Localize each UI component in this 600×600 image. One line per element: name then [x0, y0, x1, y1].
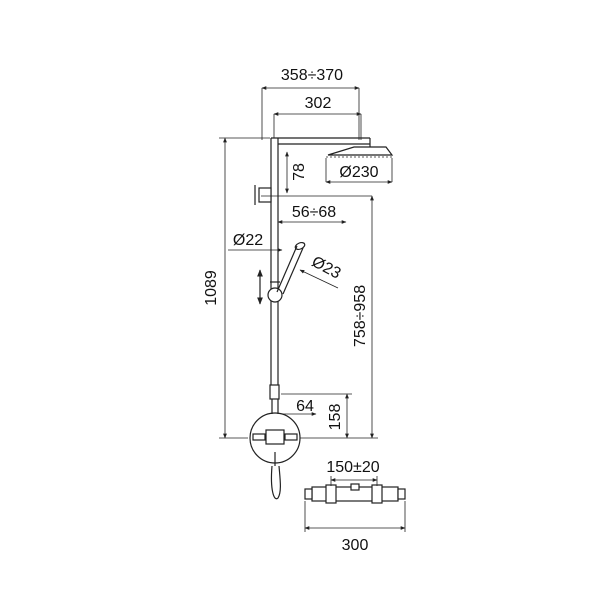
dimension-labels: 358÷370 302 78 Ø230 56÷68 Ø22 Ø23 1089 7…: [203, 67, 380, 554]
shower-head: [327, 146, 394, 156]
mixer-top-view-outlet: [350, 483, 360, 491]
dimension-lines: [219, 86, 406, 532]
label-handset-diameter: Ø23: [309, 253, 344, 282]
handset-body-left: [276, 245, 298, 293]
dim-handset-diameter: [299, 269, 339, 289]
mixer-top-view-inlet-left: [325, 484, 337, 504]
slide-bracket: [267, 287, 283, 303]
label-outlet-height: 158: [327, 404, 344, 431]
mixer-top-view-cap-left: [304, 488, 313, 500]
label-head-diameter: Ø230: [339, 164, 378, 181]
diverter-knob: [258, 187, 272, 203]
mixer-outlet: [265, 429, 285, 445]
label-bar-diameter: Ø22: [233, 232, 263, 249]
pipe-coupling: [269, 384, 280, 400]
label-adjustable-height: 758÷958: [352, 285, 369, 347]
shower-column: [249, 137, 394, 500]
label-width-range: 358÷370: [281, 67, 343, 84]
label-outlet-depth: 64: [296, 398, 314, 415]
label-valve-offset: 56÷68: [292, 204, 336, 221]
label-arm-length: 302: [305, 95, 332, 112]
shower-hose: [270, 465, 281, 500]
mixer-top-view-cap-right: [397, 488, 406, 500]
mixer-top-view: [304, 483, 406, 504]
mixer-handle-right: [284, 433, 298, 441]
handset-head: [294, 241, 306, 251]
label-centre-distance: 150±20: [326, 459, 379, 476]
label-total-height: 1089: [203, 270, 220, 306]
label-head-height: 78: [291, 163, 308, 181]
label-mixer-width: 300: [342, 537, 369, 554]
mixer-top-view-inlet-right: [371, 484, 383, 504]
handset-body-right: [282, 247, 304, 295]
mixer-handle-left: [252, 433, 266, 441]
